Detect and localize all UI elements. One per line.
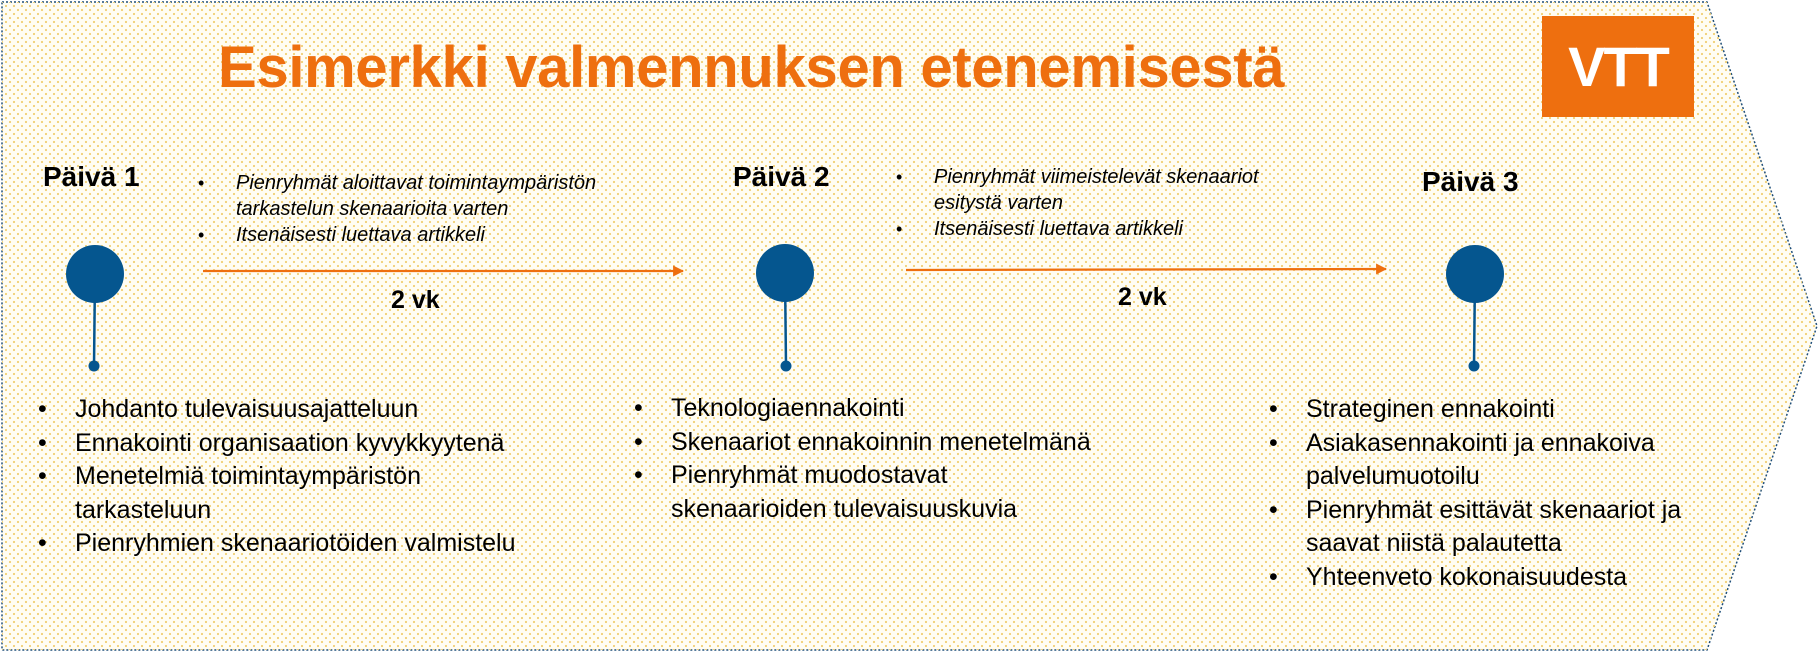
topic-item: Johdanto tulevaisuusajatteluun [38, 393, 598, 427]
day-label-1: Päivä 1 [43, 161, 140, 192]
day-marker-3 [1446, 245, 1504, 372]
vtt-logo: VTT [1542, 16, 1694, 117]
interval-duration-1: 2 vk [391, 286, 440, 314]
interval-tasks-2: Pienryhmät viimeistelevät skenaariot esi… [896, 164, 1316, 242]
day-marker-2 [756, 244, 814, 372]
day-topics-3: Strateginen ennakointi Asiakasennakointi… [1269, 393, 1739, 594]
topic-item: Menetelmiä toimintaympäristön tarkastelu… [38, 460, 475, 527]
day-label-3: Päivä 3 [1422, 166, 1519, 197]
day-marker-1 [66, 245, 124, 372]
interval-task: Itsenäisesti luettava artikkeli [198, 222, 658, 248]
topic-item: Strateginen ennakointi [1269, 393, 1739, 427]
topic-item: Teknologiaennakointi [634, 392, 1144, 426]
day-topics-1: Johdanto tulevaisuusajatteluun Ennakoint… [38, 393, 598, 561]
topic-item: Pienryhmien skenaariotöiden valmistelu [38, 527, 598, 561]
topic-item: Asiakasennakointi ja ennakoiva palvelumu… [1269, 427, 1686, 494]
interval-task: Pienryhmät aloittavat toimintaympäristön… [198, 170, 658, 222]
day-topics-2: Teknologiaennakointi Skenaariot ennakoin… [634, 392, 1144, 526]
topic-item: Ennakointi organisaation kyvykkyytenä [38, 427, 598, 461]
interval-tasks-1: Pienryhmät aloittavat toimintaympäristön… [198, 170, 658, 248]
topic-item: Yhteenveto kokonaisuudesta [1269, 561, 1739, 595]
topic-item: Pienryhmät esittävät skenaariot ja saava… [1269, 494, 1746, 561]
day-label-2: Päivä 2 [733, 161, 830, 192]
topic-item: Pienryhmät muodostavat skenaarioiden tul… [634, 459, 1051, 526]
interval-task: Pienryhmät viimeistelevät skenaariot esi… [896, 164, 1316, 216]
interval-duration-2: 2 vk [1118, 283, 1167, 311]
interval-arrow-2 [905, 263, 1388, 275]
page-title: Esimerkki valmennuksen etenemisestä [218, 35, 1285, 100]
topic-item: Skenaariot ennakoinnin menetelmänä [634, 426, 1144, 460]
interval-task: Itsenäisesti luettava artikkeli [896, 216, 1316, 242]
